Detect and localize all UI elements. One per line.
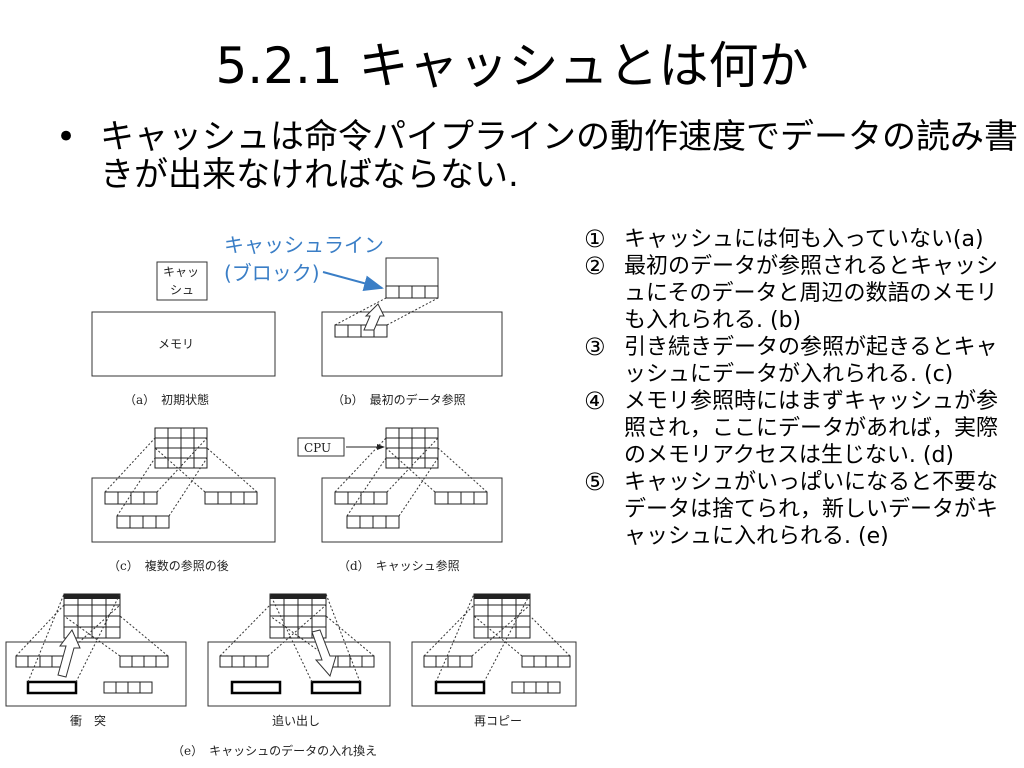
callout-label-2: (ブロック): [224, 261, 320, 285]
step-item: ④ メモリ参照時にはまずキャッシュが参照され，ここにデータがあれば，実際のメモリア…: [584, 388, 1016, 469]
step-text: 引き続きデータの参照が起きるとキャッシュにデータが入れられる. (c): [624, 335, 998, 387]
caption-d: （d） キャッシュ参照: [338, 558, 460, 573]
memory-box: [91, 477, 276, 543]
memory-box: [207, 641, 391, 707]
bullet-text: キャッシュは命令パイプラインの動作速度でデータの読み書きが出来なければならない.: [100, 117, 1018, 195]
bullet-item: • キャッシュは命令パイプラインの動作速度でデータの読み書きが出来なければならな…: [56, 118, 1024, 194]
evict-arrow: [311, 629, 337, 678]
memory-label: メモリ: [158, 337, 194, 351]
cache-line: [385, 285, 439, 299]
cache-grid: [473, 593, 531, 639]
memory-block: [334, 324, 388, 338]
caption-b: （b） 最初のデータ参照: [332, 392, 466, 407]
panel-e-evict: 追い出し: [207, 593, 391, 728]
step-text: メモリ参照時にはまずキャッシュが参照され，ここにデータがあれば，実際のメモリアク…: [624, 389, 999, 468]
memory-box: [411, 641, 577, 707]
slide-title: 5.2.1 キャッシュとは何か: [215, 37, 809, 95]
panel-e-collision: 衝 突: [5, 593, 187, 728]
step-number: ①: [584, 225, 606, 253]
caption-evict: 追い出し: [272, 713, 320, 728]
step-number: ②: [584, 252, 606, 280]
panel-d: CPU （d） キャッシュ参照: [297, 427, 503, 573]
cache-box-label-2: シュ: [170, 283, 194, 297]
step-text: キャッシュがいっぱいになると不要なデータは捨てられ，新しいデータがキャッシュに入…: [624, 470, 999, 549]
memory-box: [5, 641, 187, 707]
step-item: ① キャッシュには何も入っていない(a): [584, 226, 1016, 253]
caption-recopy: 再コピー: [474, 714, 522, 728]
memory-block: [104, 491, 258, 529]
cache-diagram: キャッシュライン (ブロック) キャッ シュ メモリ （a） 初期状態 （b） …: [5, 233, 577, 758]
cache-box: [156, 261, 208, 301]
cpu-box: [297, 437, 345, 457]
step-item: ② 最初のデータが参照されるとキャッシュにそのデータと周辺の数語のメモリも入れられ…: [584, 253, 1016, 334]
copy-arrow: [363, 303, 385, 331]
step-item: ③ 引き続きデータの参照が起きるとキャッシュにデータが入れられる. (c): [584, 334, 1016, 388]
caption-c: （c） 複数の参照の後: [108, 558, 229, 573]
callout-label-1: キャッシュライン: [224, 233, 384, 257]
step-number: ⑤: [584, 468, 606, 496]
memory-box: [321, 477, 503, 543]
memory-box: [91, 311, 276, 377]
callout-arrow: [322, 271, 384, 292]
memory-block: [15, 655, 169, 695]
step-list: ① キャッシュには何も入っていない(a) ② 最初のデータが参照されるとキャッシュに…: [584, 226, 1016, 550]
caption-collision: 衝 突: [70, 713, 106, 728]
step-number: ④: [584, 387, 606, 415]
cache-box-label-1: キャッ: [163, 265, 199, 279]
memory-box: [321, 311, 503, 377]
collision-arrow: [57, 629, 81, 678]
panel-b: （b） 最初のデータ参照: [321, 257, 503, 407]
step-text: 最初のデータが参照されるとキャッシュにそのデータと周辺の数語のメモリも入れられる…: [624, 254, 999, 333]
step-text: キャッシュには何も入っていない(a): [624, 227, 984, 252]
caption-e: （e） キャッシュのデータの入れ換え: [172, 743, 377, 758]
bullet-marker: •: [56, 117, 77, 157]
step-number: ③: [584, 333, 606, 361]
caption-a: （a） 初期状態: [124, 392, 209, 407]
cpu-label: CPU: [304, 441, 331, 455]
cache-grid: [385, 427, 439, 469]
step-item: ⑤ キャッシュがいっぱいになると不要なデータは捨てられ，新しいデータがキャッシュに…: [584, 469, 1016, 550]
panel-e-recopy: 再コピー: [411, 593, 577, 728]
panel-a: キャッ シュ メモリ （a） 初期状態: [91, 261, 276, 407]
memory-block: [334, 491, 488, 529]
panel-c: （c） 複数の参照の後: [91, 427, 276, 573]
memory-block: [423, 655, 571, 695]
cache-grid: [154, 427, 208, 469]
